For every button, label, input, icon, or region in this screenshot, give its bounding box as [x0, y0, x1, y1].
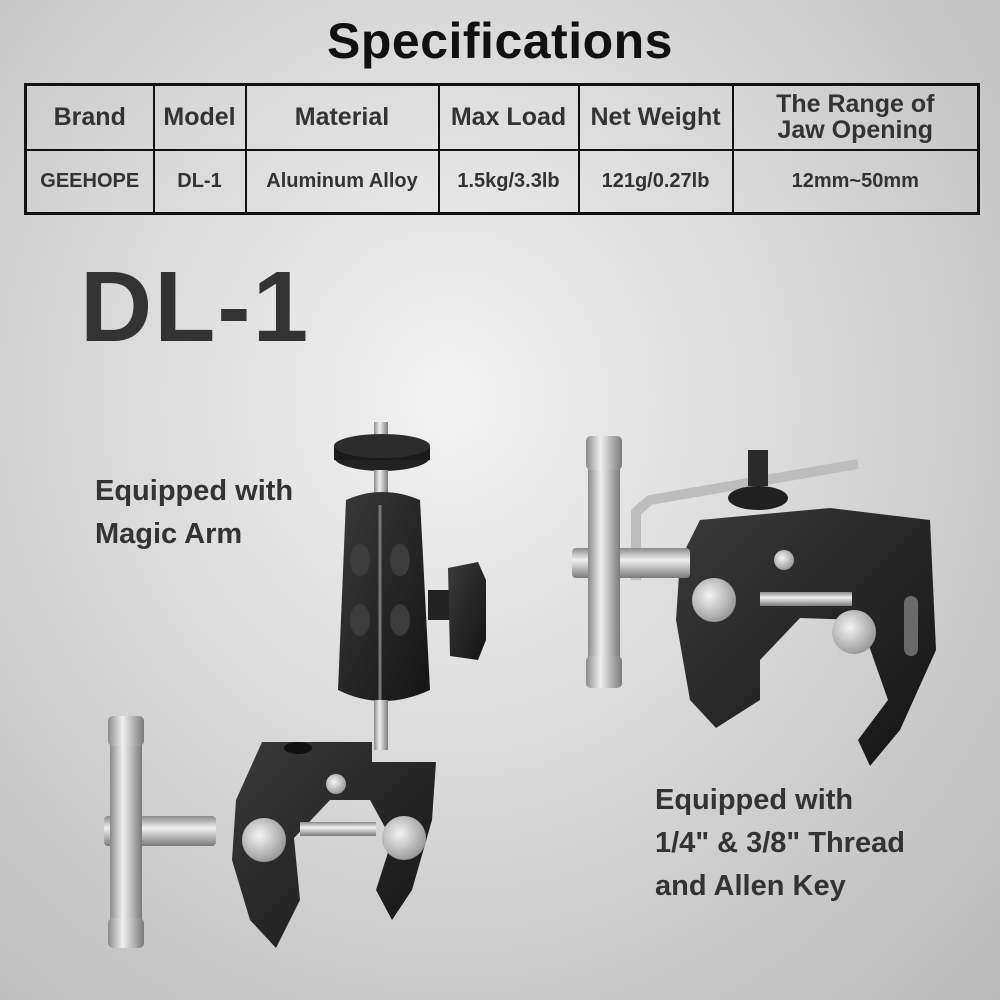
- table-header-row: Brand Model Material Max Load Net Weight…: [24, 83, 980, 151]
- cell-jaw-opening: 12mm~50mm: [731, 148, 980, 215]
- header-max-load: Max Load: [437, 83, 580, 151]
- table-row: GEEHOPE DL-1 Aluminum Alloy 1.5kg/3.3lb …: [24, 148, 980, 215]
- caption-magic-arm-line-2: Magic Arm: [95, 518, 243, 550]
- caption-magic-arm-line-1: Equipped with: [95, 475, 294, 507]
- header-jaw-opening: The Range of Jaw Opening: [731, 83, 980, 151]
- cell-brand: GEEHOPE: [24, 148, 155, 215]
- page-title: Specifications: [327, 13, 673, 69]
- header-model: Model: [152, 83, 247, 151]
- caption-thread: Equipped with 1/4" & 3/8" Thread and All…: [655, 779, 905, 908]
- caption-magic-arm: Equipped with Magic Arm: [95, 470, 293, 556]
- cell-net-weight: 121g/0.27lb: [577, 148, 734, 215]
- header-material: Material: [244, 83, 440, 151]
- caption-thread-line-1: Equipped with: [655, 784, 854, 816]
- cell-model: DL-1: [152, 148, 247, 215]
- cell-max-load: 1.5kg/3.3lb: [437, 148, 580, 215]
- caption-thread-line-3: and Allen Key: [655, 870, 846, 902]
- header-net-weight: Net Weight: [577, 83, 734, 151]
- caption-thread-line-2: 1/4" & 3/8" Thread: [655, 827, 905, 859]
- model-name-heading: DL-1: [80, 251, 311, 363]
- header-brand: Brand: [24, 83, 155, 151]
- magic-arm-clamp: [104, 422, 486, 948]
- spec-table: Brand Model Material Max Load Net Weight…: [24, 83, 980, 215]
- thread-clamp: [572, 436, 936, 766]
- cell-material: Aluminum Alloy: [244, 148, 440, 215]
